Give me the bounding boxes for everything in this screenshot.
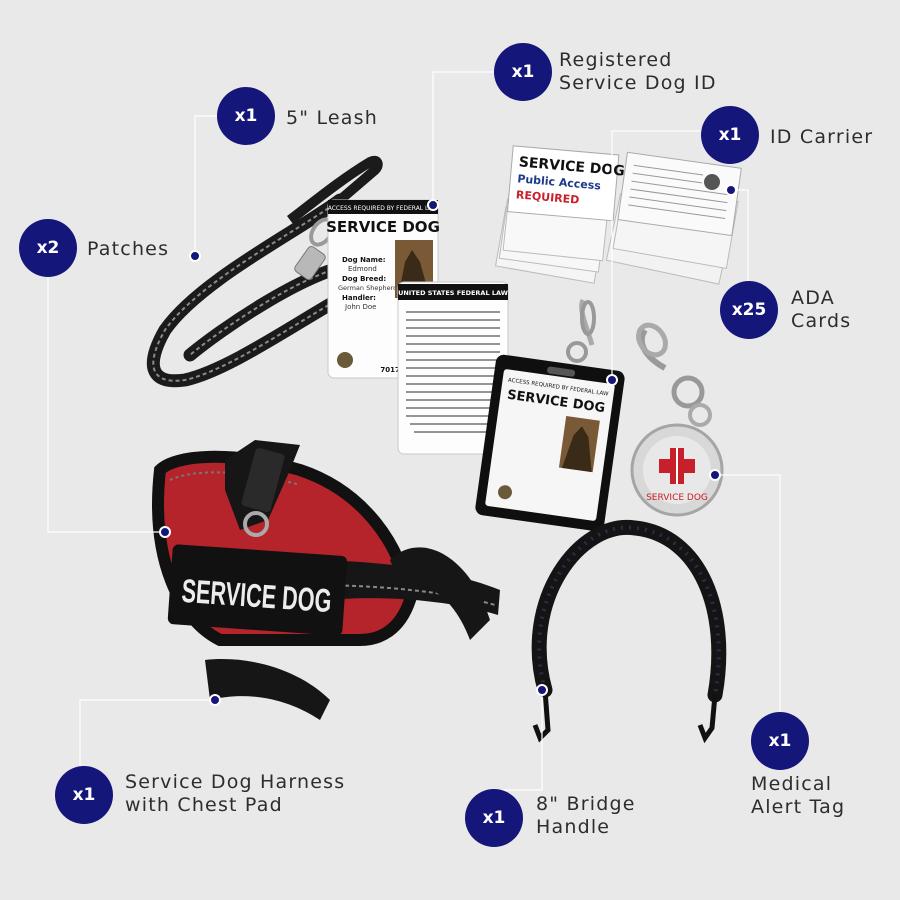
registered-id-label: Registered Service Dog ID: [559, 49, 717, 94]
tag-text: SERVICE DOG: [646, 493, 708, 503]
harness-illustration: SERVICE DOG: [152, 440, 500, 720]
bridge-handle-illustration: [531, 520, 727, 744]
ada-cards-count-badge: x25: [720, 281, 778, 339]
id-dog-name: Edmond: [348, 265, 377, 273]
id-header-text: ACCESS REQUIRED BY FEDERAL LAW: [328, 205, 439, 212]
medical-tag-label: Medical Alert Tag: [751, 773, 846, 818]
ada-cards-label: ADA Cards: [791, 287, 852, 332]
bridge-handle-label: 8" Bridge Handle: [536, 793, 636, 838]
id-dog-name-label: Dog Name:: [342, 256, 386, 264]
leash-count-badge: x1: [217, 87, 275, 145]
id-number-text: 701785: [380, 366, 409, 374]
bridge-handle-count-badge: x1: [465, 789, 523, 847]
id-back-header-text: UNITED STATES FEDERAL LAW: [398, 289, 508, 297]
medical-tag-count-badge: x1: [751, 712, 809, 770]
ada-cards-text-illustration: [605, 151, 742, 285]
id-breed: German Shepherd: [338, 284, 397, 292]
id-carrier-illustration: ACCESS REQUIRED BY FEDERAL LAW SERVICE D…: [475, 298, 625, 532]
registered-id-count-badge: x1: [494, 43, 552, 101]
id-carrier-label: ID Carrier: [770, 126, 874, 148]
ada-cards-red-illustration: SERVICE DOG Public Access REQUIRED: [494, 145, 625, 284]
pointer-dots: [159, 184, 737, 706]
id-title-text: SERVICE DOG: [326, 218, 440, 236]
registered-id-back-illustration: UNITED STATES FEDERAL LAW: [397, 281, 509, 455]
medical-tag-illustration: SERVICE DOG: [630, 322, 724, 517]
id-breed-label: Dog Breed:: [342, 275, 386, 283]
id-handler: John Doe: [344, 303, 376, 311]
id-carrier-count-badge: x1: [701, 106, 759, 164]
leash-label: 5" Leash: [286, 107, 378, 129]
patches-label: Patches: [87, 238, 170, 260]
harness-label: Service Dog Harness with Chest Pad: [125, 771, 346, 816]
patches-count-badge: x2: [19, 219, 77, 277]
harness-count-badge: x1: [55, 766, 113, 824]
card-required-text: REQUIRED: [515, 188, 579, 206]
id-handler-label: Handler:: [342, 294, 376, 302]
